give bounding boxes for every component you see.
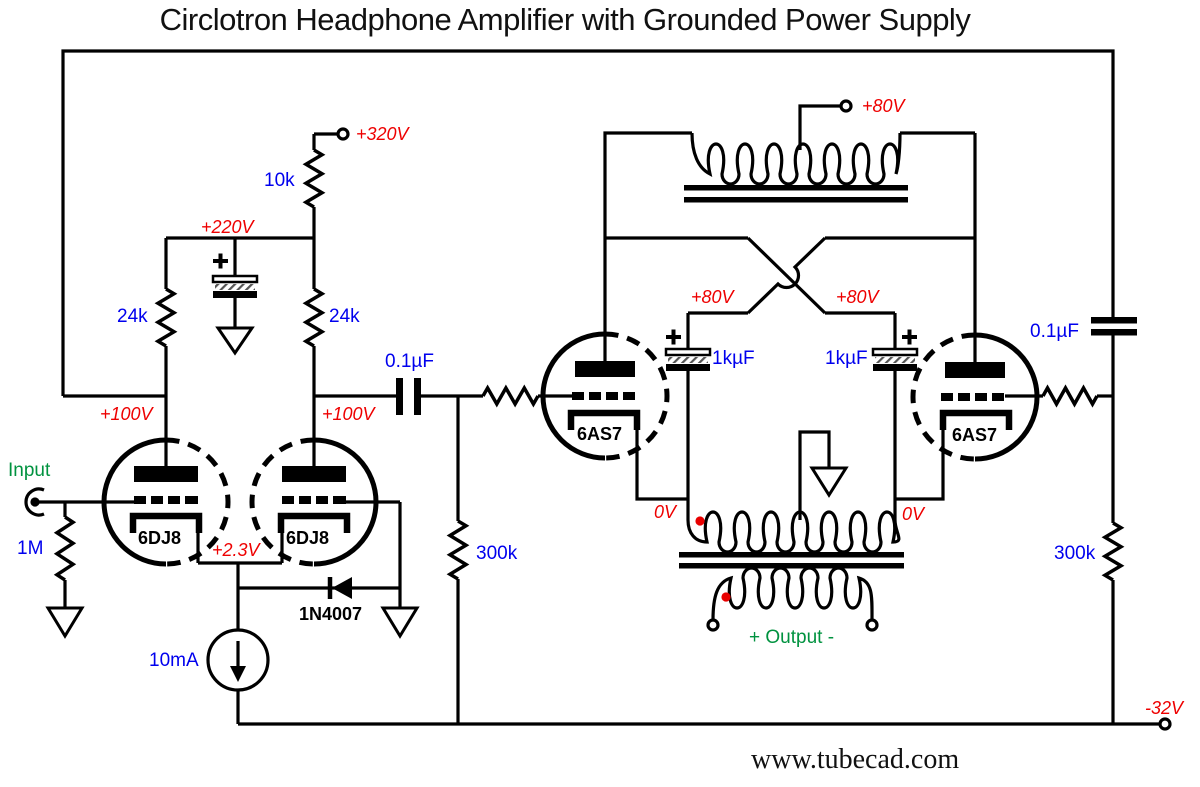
ground-icon <box>45 606 85 639</box>
tube-label-6dj8-right: 6DJ8 <box>286 528 330 548</box>
secondary-winding <box>711 566 874 621</box>
terminal-b-plus <box>336 127 350 141</box>
value-10k: 10k <box>264 170 295 191</box>
plate <box>575 361 635 377</box>
value-24k-left: 24k <box>117 306 148 327</box>
value-1kuf-right: 1kµF <box>825 348 868 369</box>
voltage-2-3: +2.3V <box>212 540 260 560</box>
core <box>679 552 904 558</box>
value-1m: 1M <box>17 538 44 559</box>
value-300k-right: 300k <box>1054 543 1096 564</box>
value-1kuf-left: 1kµF <box>712 348 755 369</box>
capacitor-1kuf-right <box>825 311 919 520</box>
plate <box>134 466 198 482</box>
cathode <box>939 409 1013 430</box>
output-label: + Output - <box>749 627 835 648</box>
voltage-0-right: 0V <box>902 504 925 524</box>
phase-dot-secondary <box>721 592 731 602</box>
resistor-300k-right <box>1101 521 1125 582</box>
diode-1n4007 <box>238 577 400 599</box>
phase-dot-primary <box>695 516 705 526</box>
capacitor-coupling-right <box>1091 317 1137 324</box>
input-label: Input <box>8 460 51 481</box>
current-source-10ma <box>206 628 270 724</box>
output-terminal-plus <box>706 618 720 632</box>
terminal-neg32 <box>1158 717 1172 731</box>
tube-6as7-right <box>895 332 1125 582</box>
tube-label-6dj8-left: 6DJ8 <box>138 528 182 548</box>
resistor-300k-left <box>446 519 470 581</box>
tube-6as7-left <box>540 331 688 501</box>
capacitor-220v <box>211 238 259 356</box>
voltage-b-plus: +320V <box>356 124 409 144</box>
watermark: www.tubecad.com <box>751 744 960 775</box>
output-transformer <box>679 430 904 632</box>
value-coupling-right: 0.1µF <box>1030 321 1079 342</box>
core <box>684 185 908 191</box>
voltage-220: +220V <box>201 217 254 237</box>
tube-label-6as7-left: 6AS7 <box>577 424 623 444</box>
capacitor-coupling-left <box>396 378 403 415</box>
plate <box>282 466 346 482</box>
voltage-neg32: -32V <box>1145 698 1184 718</box>
capacitor-1kuf-left <box>664 311 748 520</box>
resistor-24k-right <box>302 287 326 348</box>
cross-wire-b <box>746 236 827 315</box>
input-stage <box>24 127 420 724</box>
tube-6dj8-right <box>249 437 420 639</box>
ground-icon <box>809 466 849 498</box>
wiring-frame <box>61 49 1160 726</box>
diode-label: 1N4007 <box>299 604 363 624</box>
cross-wire-a <box>746 236 827 315</box>
voltage-100-left: +100V <box>100 404 153 424</box>
value-300k-left: 300k <box>476 543 518 564</box>
schematic-title: Circlotron Headphone Amplifier with Grou… <box>159 2 971 37</box>
tube-6dj8-left <box>101 437 231 567</box>
coupling-right <box>1091 317 1137 336</box>
grid-stopper-left <box>481 384 540 408</box>
plate <box>945 362 1005 378</box>
voltage-80-right: +80V <box>836 287 879 307</box>
voltage-80-left: +80V <box>691 287 734 307</box>
tube-label-6as7-right: 6AS7 <box>952 425 998 445</box>
output-terminal-minus <box>865 618 879 632</box>
power-transformer <box>603 99 977 362</box>
voltage-100-right: +100V <box>322 404 375 424</box>
ground-icon <box>215 326 255 356</box>
input-jack-icon <box>24 487 45 517</box>
cathode <box>567 409 641 430</box>
cathode <box>129 512 203 533</box>
winding <box>690 132 902 186</box>
grid-stopper-right <box>1041 384 1099 408</box>
resistor-10k <box>302 148 326 209</box>
voltage-0-left: 0V <box>654 502 677 522</box>
primary-winding <box>686 510 901 554</box>
ground-icon <box>380 606 420 639</box>
resistor-1m <box>53 515 77 582</box>
cathode <box>277 512 351 533</box>
terminal-80v <box>839 99 853 113</box>
value-coupling-left: 0.1µF <box>385 351 434 372</box>
voltage-80-top: +80V <box>862 96 905 116</box>
value-10ma: 10mA <box>149 650 199 671</box>
resistor-24k-left <box>154 287 178 348</box>
value-24k-right: 24k <box>329 306 360 327</box>
